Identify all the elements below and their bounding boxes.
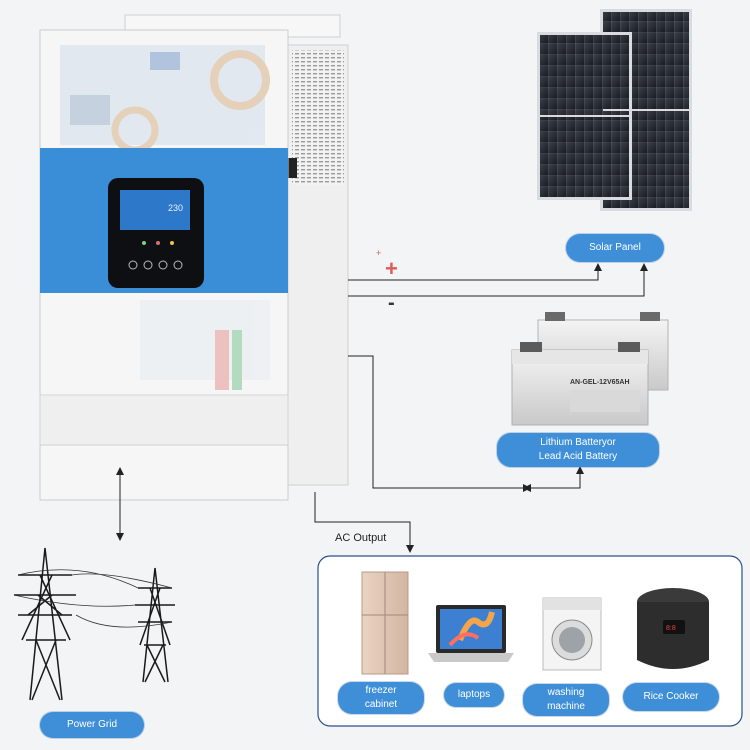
inverter-wiring-cover [39,394,289,446]
polarity-small-plus: + [376,248,381,258]
freezer-label-line1: freezer [365,684,397,696]
inverter-switch [287,158,297,178]
washing-label-line2: machine [547,701,585,712]
tower-right [135,567,175,683]
wire-battery-charge [348,355,531,492]
svg-text:8:8: 8:8 [666,625,676,632]
laptops-label: laptops [444,683,504,707]
battery-model-print: AN-GEL-12V65AH [570,379,630,386]
rice-cooker: 8:8 [637,588,709,669]
power-grid-label: Power Grid [40,712,144,738]
battery-label-line1: Lithium Batteryor [540,436,616,448]
hybrid-inverter: 230 [39,14,349,501]
negative-terminal-label: - [388,292,395,314]
lcd-screen [120,190,190,230]
washing-label-line1: washing [547,686,585,698]
control-button [158,260,168,270]
batteries: AN-GEL-12V65AH [511,312,669,426]
wire-ac-output [314,492,414,553]
control-button [143,260,153,270]
control-button [173,260,183,270]
washing-machine-label: washing machine [523,684,609,716]
inverter-vent [292,50,344,185]
laptops-label-text: laptops [457,688,491,700]
wiring [116,263,648,553]
wire-battery-bidirectional [523,466,584,492]
power-lines [13,569,173,628]
inverter-internal-circuit [60,45,270,390]
solar-panels [537,9,692,211]
solar-panel-label: Solar Panel [566,234,664,262]
rice-cooker-label-text: Rice Cooker [643,690,699,702]
wire-solar-negative [348,263,648,297]
tower-left [14,547,76,701]
washing-machine [542,597,602,671]
control-button [128,260,138,270]
rice-cooker-label: Rice Cooker [623,683,719,711]
freezer-cabinet [361,571,409,675]
solar-panel-label-text: Solar Panel [589,241,641,253]
wire-solar-positive [348,263,602,281]
power-grid-towers [13,547,175,701]
power-grid-label-text: Power Grid [66,718,117,730]
lcd-indicators [142,241,174,245]
ac-output-label: AC Output [335,532,387,544]
battery-label-line2: Lead Acid Battery [538,451,618,462]
positive-terminal-label: + [385,256,398,281]
battery-label: Lithium Batteryor Lead Acid Battery [497,433,659,467]
lcd-readout: 230 [168,203,183,213]
freezer-cabinet-label: freezer cabinet [338,682,424,714]
control-buttons [128,260,183,270]
battery-front: AN-GEL-12V65AH [511,342,649,426]
laptop [428,605,514,662]
freezer-label-line2: cabinet [364,699,398,710]
